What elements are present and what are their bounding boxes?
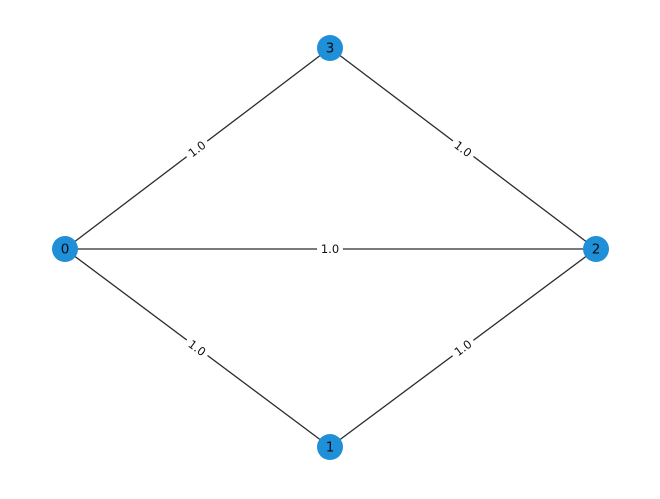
node-label-3: 3 [326, 41, 335, 57]
node-label-2: 2 [592, 242, 601, 258]
edge-label-mask [182, 135, 212, 163]
graph-node-1[interactable]: 1 [317, 434, 343, 460]
edge-label-mask [317, 242, 343, 256]
node-label-0: 0 [61, 242, 70, 258]
node-circle-2[interactable] [583, 236, 609, 262]
node-label-1: 1 [326, 440, 335, 456]
edge-label-mask [182, 334, 212, 362]
edge-label-text: 1.0 [321, 242, 339, 256]
nodes-layer: 0 1 2 3 [52, 35, 609, 460]
node-circle-3[interactable] [317, 35, 343, 61]
node-circle-1[interactable] [317, 434, 343, 460]
edge-label-mask [448, 334, 478, 362]
graph-node-2[interactable]: 2 [583, 236, 609, 262]
node-circle-0[interactable] [52, 236, 78, 262]
edge-label-mask [448, 135, 478, 163]
edge-label-0-2: 1.0 [317, 242, 343, 256]
graph-node-0[interactable]: 0 [52, 236, 78, 262]
graph-node-3[interactable]: 3 [317, 35, 343, 61]
